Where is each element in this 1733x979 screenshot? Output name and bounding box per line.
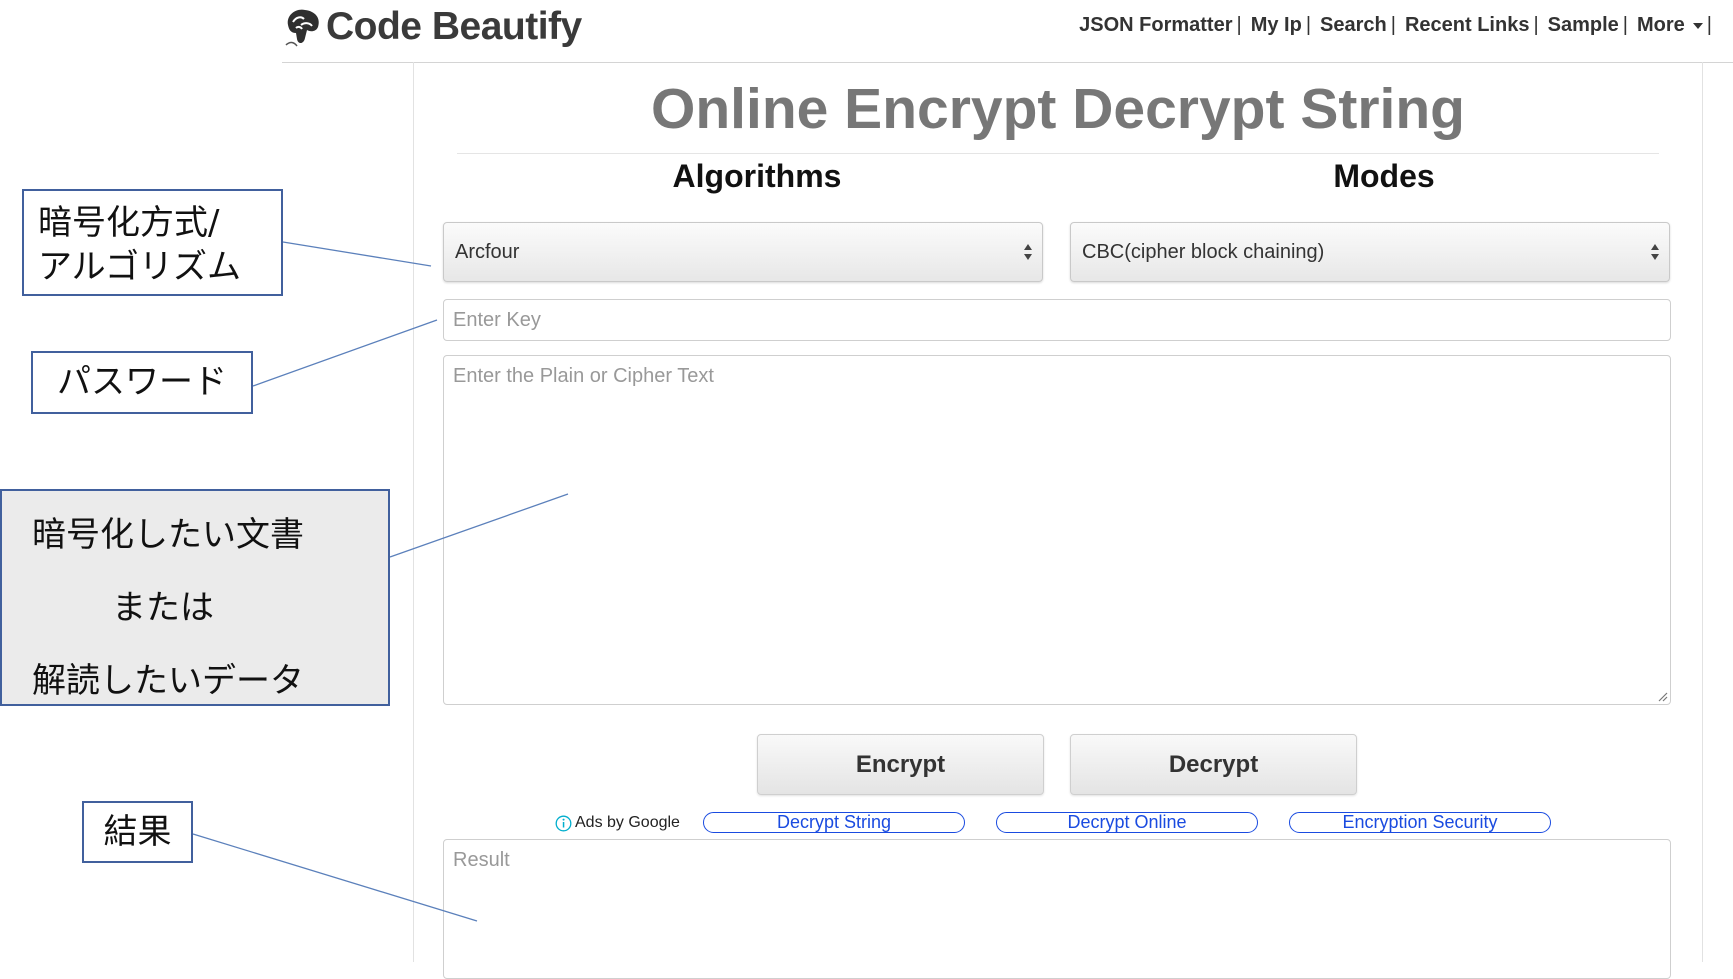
annotation-text: 暗号化したい文書 または 解読したいデータ bbox=[0, 489, 390, 706]
algorithms-heading: Algorithms bbox=[672, 158, 842, 194]
nav-more-label: More bbox=[1637, 14, 1685, 36]
caret-down-icon bbox=[1692, 22, 1703, 29]
nav-separator: | bbox=[1390, 14, 1396, 36]
nav-separator: | bbox=[1236, 14, 1242, 36]
logo-text: Code Beautify bbox=[326, 5, 582, 48]
ads-by-google-label: Ads by Google bbox=[575, 814, 680, 831]
mode-select-value: CBC(cipher block chaining) bbox=[1082, 240, 1325, 263]
annotation-result: 結果 bbox=[82, 801, 193, 863]
ad-link-encryption-security[interactable]: Encryption Security bbox=[1289, 812, 1551, 833]
tool-panel: Online Encrypt Decrypt String Algorithms… bbox=[413, 62, 1703, 979]
annotation-text-line2: または bbox=[112, 588, 214, 628]
key-input[interactable] bbox=[443, 299, 1671, 341]
nav-more[interactable]: More bbox=[1637, 14, 1703, 37]
nav-separator: | bbox=[1706, 14, 1712, 36]
nav-separator: | bbox=[1622, 14, 1628, 36]
title-divider bbox=[457, 153, 1659, 154]
nav-separator: | bbox=[1533, 14, 1539, 36]
nav-sample[interactable]: Sample bbox=[1547, 14, 1619, 36]
annotation-algorithm: 暗号化方式/ アルゴリズム bbox=[22, 189, 283, 296]
algorithm-select-value: Arcfour bbox=[455, 240, 520, 263]
decrypt-button[interactable]: Decrypt bbox=[1070, 734, 1357, 795]
ad-link-decrypt-online[interactable]: Decrypt Online bbox=[996, 812, 1258, 833]
plain-cipher-textarea[interactable] bbox=[443, 355, 1671, 705]
ads-by-google[interactable]: Ads by Google bbox=[555, 814, 680, 832]
brain-logo-icon bbox=[285, 9, 319, 47]
annotation-text-line1: 暗号化したい文書 bbox=[32, 515, 304, 555]
mode-select[interactable]: CBC(cipher block chaining) bbox=[1070, 222, 1670, 282]
text-area-wrapper bbox=[443, 355, 1671, 705]
select-arrows-icon bbox=[1651, 244, 1659, 260]
algorithm-select[interactable]: Arcfour bbox=[443, 222, 1043, 282]
site-header: Code Beautify JSON Formatter | My Ip | S… bbox=[282, 0, 1733, 63]
nav-json-formatter[interactable]: JSON Formatter bbox=[1079, 14, 1233, 36]
resize-handle-icon[interactable] bbox=[1658, 692, 1668, 702]
encrypt-button[interactable]: Encrypt bbox=[757, 734, 1044, 795]
nav-search[interactable]: Search bbox=[1320, 14, 1387, 36]
nav-separator: | bbox=[1305, 14, 1312, 36]
nav-my-ip[interactable]: My Ip bbox=[1250, 14, 1302, 36]
annotation-text-line3: 解読したいデータ bbox=[32, 661, 304, 701]
select-arrows-icon bbox=[1024, 244, 1032, 260]
annotation-password: パスワード bbox=[31, 351, 253, 414]
annotation-algorithm-line2: アルゴリズム bbox=[38, 247, 241, 287]
top-nav: JSON Formatter | My Ip | Search | Recent… bbox=[1079, 14, 1721, 37]
modes-heading: Modes bbox=[1333, 158, 1435, 194]
result-textarea[interactable] bbox=[443, 839, 1671, 979]
nav-recent-links[interactable]: Recent Links bbox=[1404, 14, 1530, 36]
site-logo[interactable]: Code Beautify bbox=[282, 2, 582, 52]
ad-link-decrypt-string[interactable]: Decrypt String bbox=[703, 812, 965, 833]
page-title: Online Encrypt Decrypt String bbox=[651, 77, 1465, 141]
annotation-algorithm-line1: 暗号化方式/ bbox=[38, 203, 220, 243]
info-icon bbox=[555, 815, 572, 831]
